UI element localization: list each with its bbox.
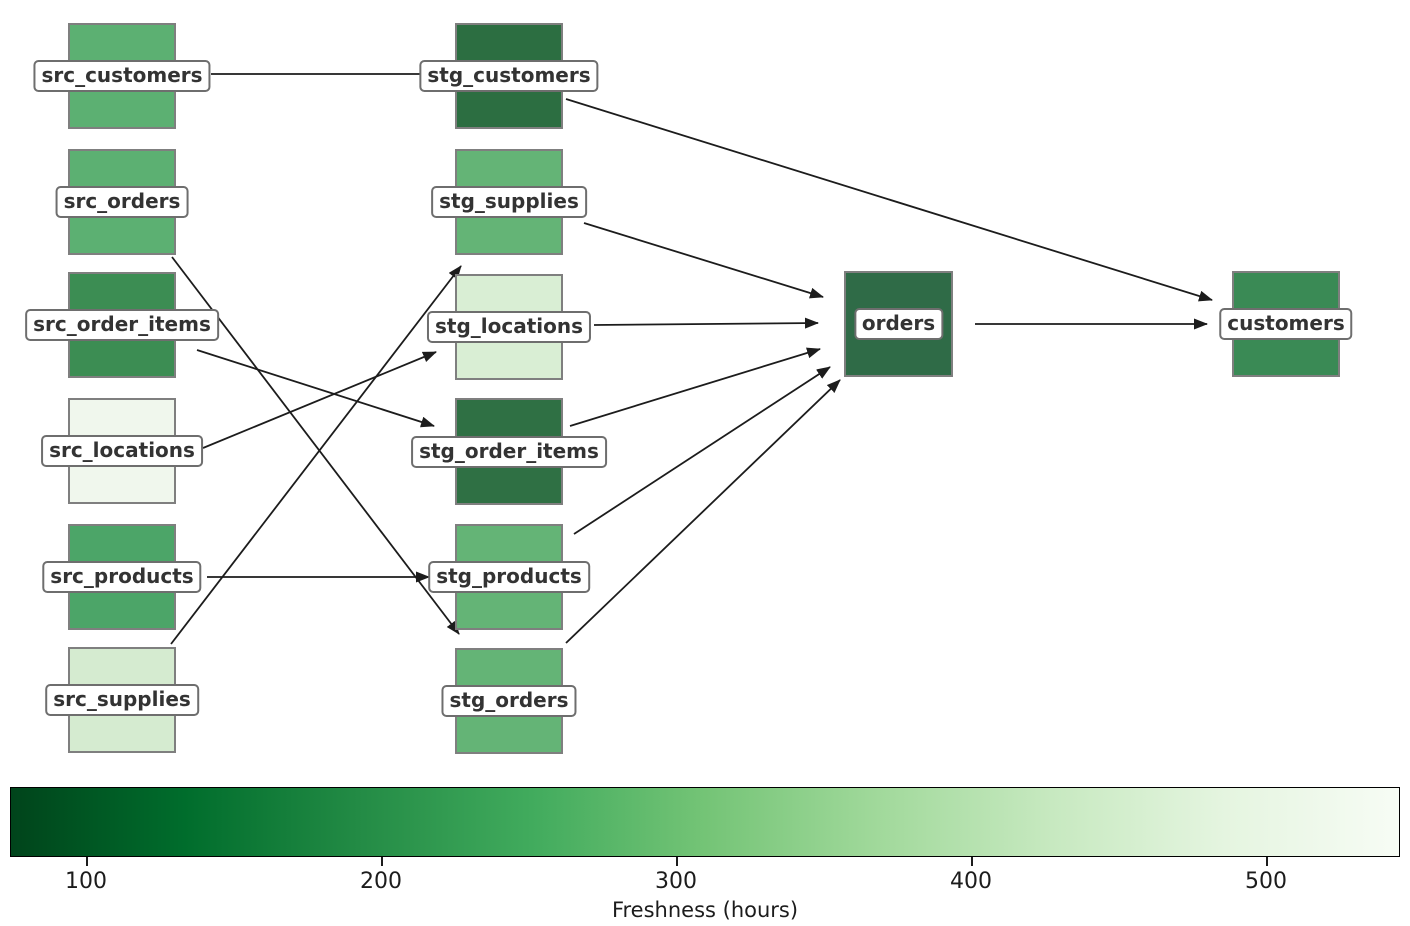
colorbar-tick-200 (381, 857, 383, 866)
edge-group (170, 73, 1213, 645)
edge-stg_order_items-to-orders (569, 347, 821, 427)
edge-stg_orders-to-orders (565, 379, 841, 644)
colorbar-tick-label-100: 100 (65, 869, 107, 894)
colorbar-tick-label-200: 200 (360, 869, 402, 894)
edge-stg_customers-to-customers (565, 98, 1213, 302)
node-label-customers: customers (1219, 308, 1353, 340)
node-label-stg_products: stg_products (428, 561, 590, 593)
node-label-src_orders: src_orders (55, 186, 189, 218)
colorbar-tick-100 (86, 857, 88, 866)
node-label-stg_order_items: stg_order_items (411, 435, 607, 468)
edge-stg_locations-to-orders (593, 317, 819, 329)
colorbar-axis-label: Freshness (hours) (611, 898, 799, 922)
node-label-src_locations: src_locations (41, 435, 203, 467)
edge-src_order_items-to-stg_order_items (196, 349, 435, 428)
node-label-src_products: src_products (42, 561, 202, 593)
edge-stg_supplies-to-orders (583, 222, 824, 299)
edge-src_locations-to-stg_locations (202, 351, 437, 449)
node-label-src_order_items: src_order_items (25, 309, 219, 341)
colorbar-tick-label-300: 300 (655, 869, 697, 894)
node-label-stg_supplies: stg_supplies (431, 186, 587, 218)
colorbar-gradient (10, 787, 1400, 857)
node-label-stg_customers: stg_customers (419, 60, 599, 92)
colorbar-tick-500 (1266, 857, 1268, 866)
node-label-stg_locations: stg_locations (426, 311, 592, 343)
node-label-orders: orders (853, 308, 944, 340)
colorbar-tick-label-500: 500 (1245, 869, 1287, 894)
colorbar-tick-400 (971, 857, 973, 866)
colorbar-tick-300 (676, 857, 678, 866)
node-label-src_customers: src_customers (33, 60, 211, 92)
node-label-stg_orders: stg_orders (441, 685, 577, 717)
node-label-src_supplies: src_supplies (45, 684, 199, 716)
edge-stg_products-to-orders (573, 366, 831, 535)
colorbar-tick-label-400: 400 (950, 869, 992, 894)
